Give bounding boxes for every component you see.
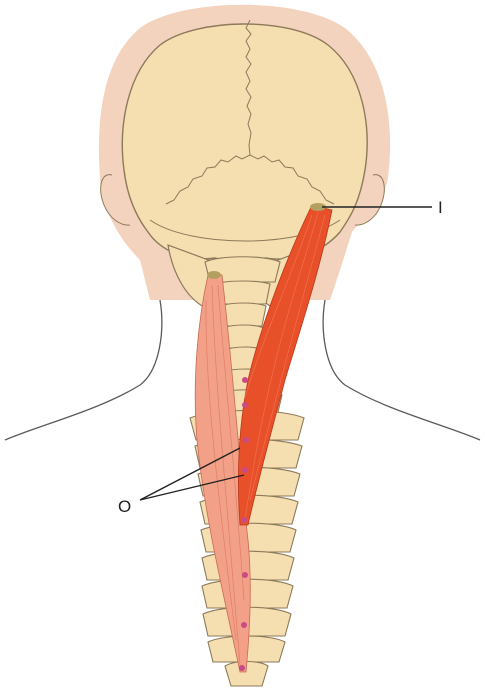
- light-muscle-top-attachment: [207, 271, 221, 279]
- insertion-label: I: [438, 198, 443, 217]
- origin-label: O: [118, 497, 131, 516]
